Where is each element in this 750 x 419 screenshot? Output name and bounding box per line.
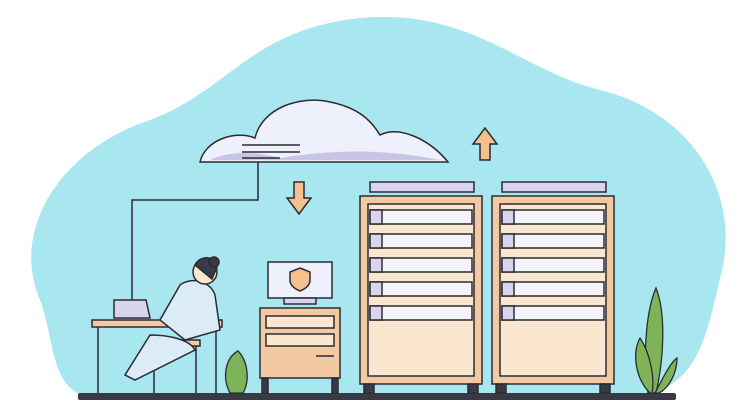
cloud-icon (199, 99, 450, 163)
rack-foot (495, 383, 507, 394)
download-arrow-icon (285, 181, 313, 216)
server-drive (369, 257, 473, 273)
server-drive (369, 209, 473, 225)
server-rack (491, 181, 615, 394)
plant-small (224, 350, 248, 394)
server-drive (369, 233, 473, 249)
server-rack (359, 181, 483, 394)
server-drive (369, 281, 473, 297)
rack-foot (363, 383, 375, 394)
server-drive (501, 257, 605, 273)
server-drive (501, 281, 605, 297)
network-cable (131, 162, 259, 300)
floor-line (78, 393, 676, 400)
shield-check-icon (289, 267, 311, 292)
server-drive (369, 305, 473, 321)
rack-foot (467, 383, 479, 394)
server-drive (501, 305, 605, 321)
laptop-icon (113, 299, 151, 319)
rack-foot (599, 383, 611, 394)
upload-arrow-icon (471, 126, 499, 161)
rack-top (369, 181, 475, 193)
plant-tall (635, 286, 678, 394)
server-drive (501, 233, 605, 249)
rack-top (501, 181, 607, 193)
small-cabinet (259, 261, 341, 394)
person-at-desk (91, 256, 223, 393)
server-drive (501, 209, 605, 225)
